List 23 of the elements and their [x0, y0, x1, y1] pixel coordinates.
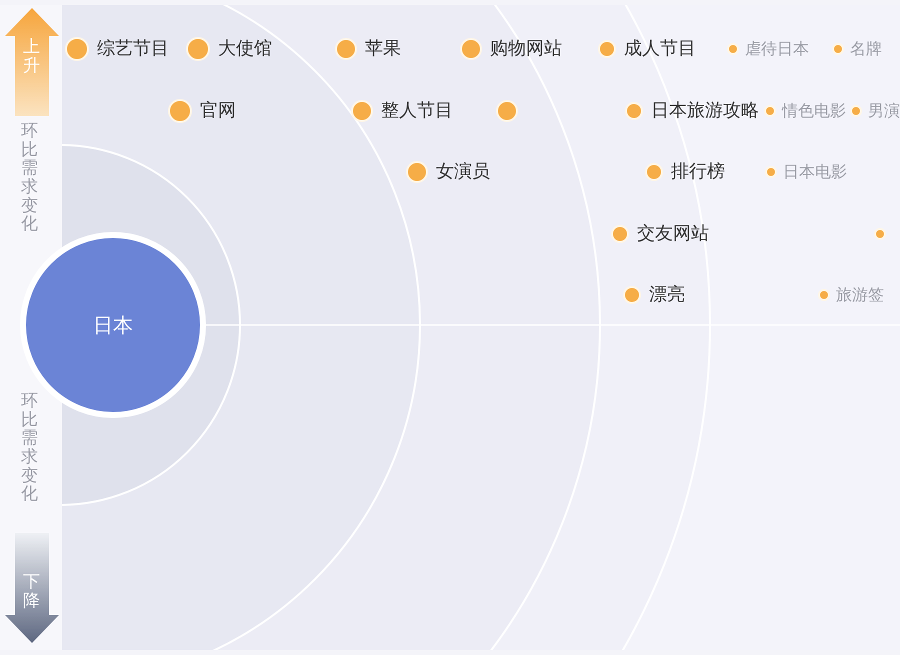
keyword-label: 成人节目	[624, 38, 696, 60]
keyword-label: 官网	[200, 100, 236, 122]
up-arrow	[5, 8, 59, 116]
keyword-label: 名牌	[850, 38, 882, 60]
axis-label: 环比需求变化	[21, 122, 38, 234]
down-arrow	[5, 533, 59, 643]
keyword-label: 女演员	[436, 161, 490, 183]
keyword-label: 整人节目	[381, 100, 453, 122]
keyword-label: 旅游签	[836, 284, 884, 306]
keyword-label: 男演	[868, 100, 900, 122]
keyword-label: 漂亮	[649, 284, 685, 306]
keyword-label: 苹果	[365, 38, 401, 60]
keyword-label: 日本旅游攻略	[651, 100, 759, 122]
keyword-label: 排行榜	[671, 161, 725, 183]
keyword-label: 虐待日本	[745, 38, 809, 60]
keyword-label: 综艺节目	[97, 38, 169, 60]
keyword-label: 交友网站	[637, 223, 709, 245]
keyword-label: 购物网站	[490, 38, 562, 60]
keyword-label: 大使馆	[218, 38, 272, 60]
keyword-label: 日本电影	[783, 161, 847, 183]
keyword-label: 情色电影	[782, 100, 846, 122]
arrow-label: 上升	[23, 38, 40, 76]
arrow-label: 下降	[23, 573, 40, 610]
